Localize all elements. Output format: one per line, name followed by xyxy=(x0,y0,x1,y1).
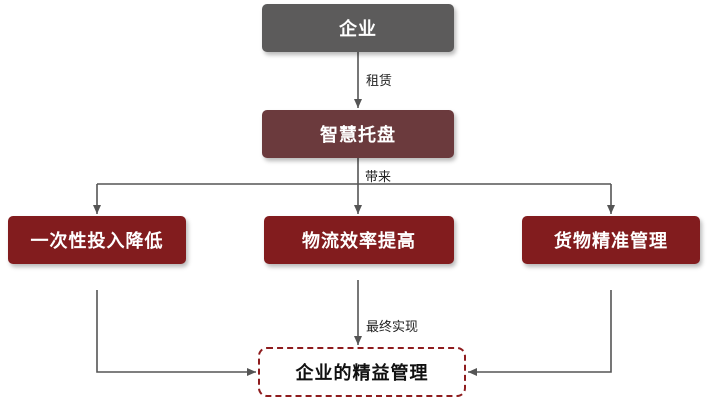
node-enterprise: 企业 xyxy=(262,4,454,52)
arrow-right-to-bottom xyxy=(468,290,612,376)
edge-label-rent: 租赁 xyxy=(366,74,393,89)
node-lower-investment: 一次性投入降低 xyxy=(8,216,186,264)
edge-label-bring: 带来 xyxy=(365,170,392,185)
node-precise-cargo-management: 货物精准管理 xyxy=(522,216,700,264)
edge-label-finally-achieve: 最终实现 xyxy=(366,320,419,335)
node-smart-pallet: 智慧托盘 xyxy=(262,110,454,158)
arrow-left-to-bottom xyxy=(96,290,256,376)
node-logistics-efficiency: 物流效率提高 xyxy=(264,216,454,264)
node-lean-management: 企业的精益管理 xyxy=(258,347,466,397)
